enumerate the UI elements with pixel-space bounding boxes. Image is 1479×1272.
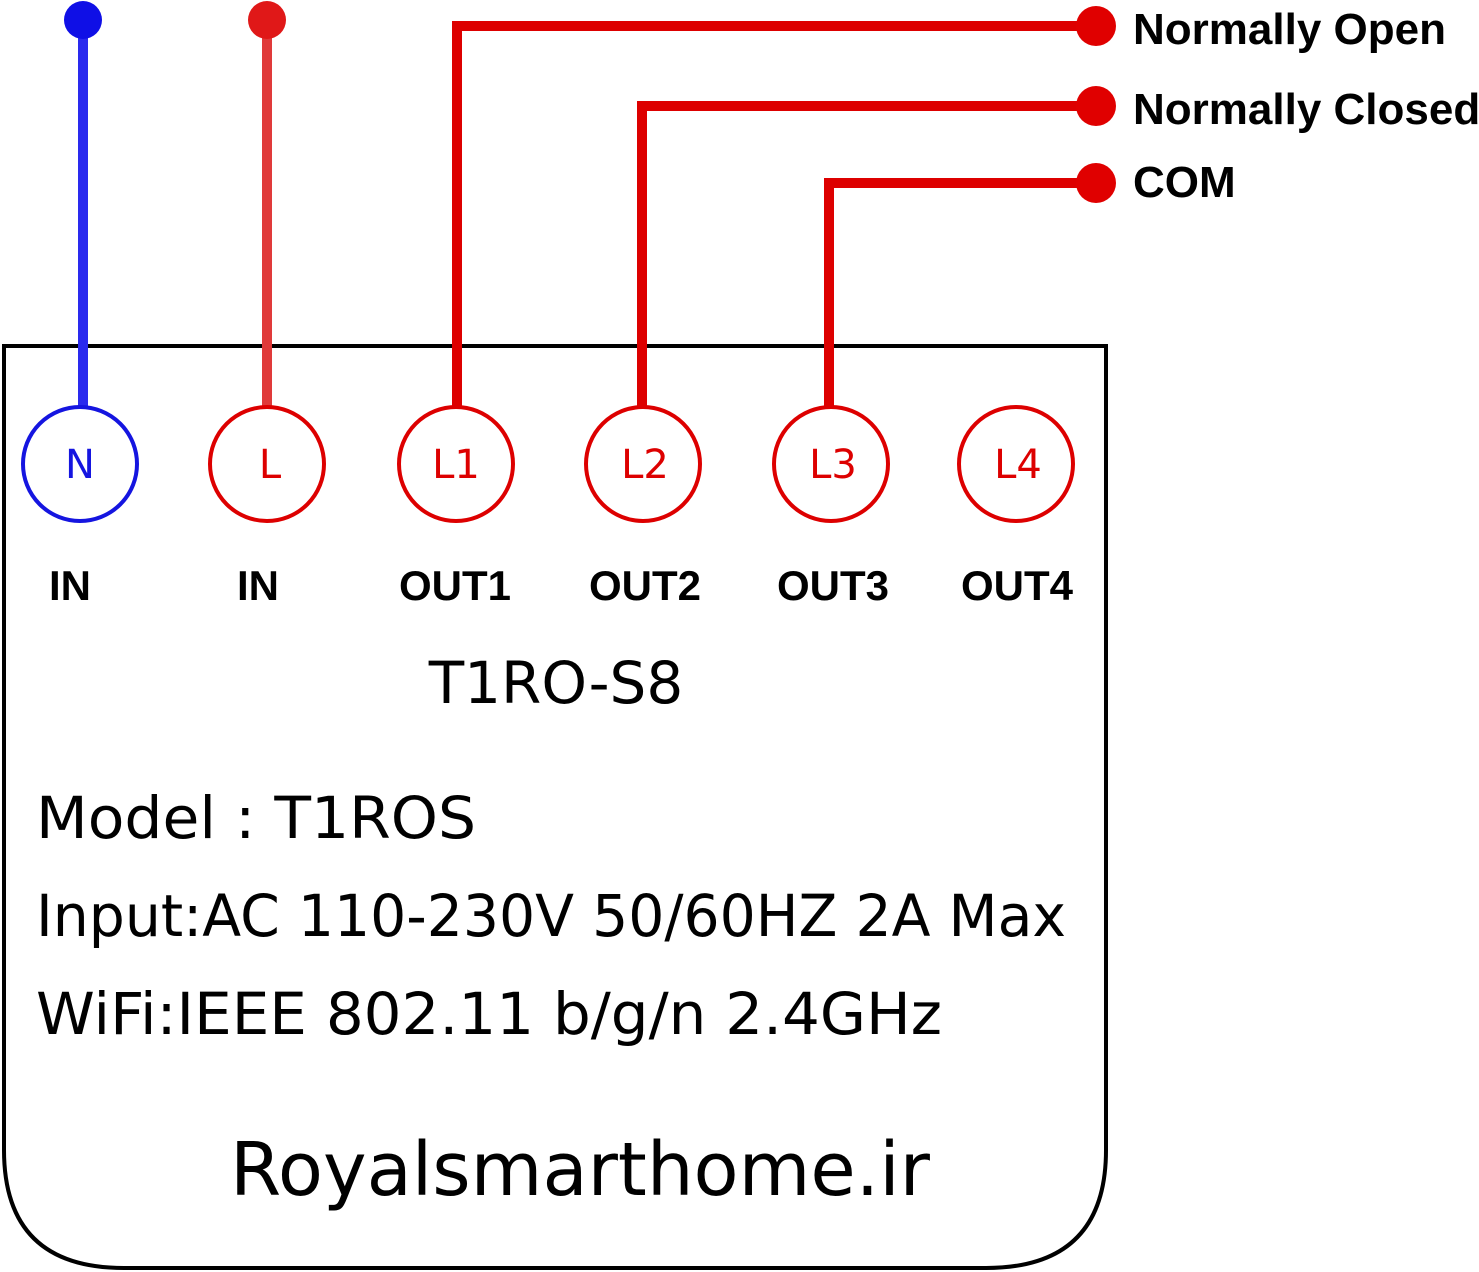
- terminal-l2: L2: [584, 405, 702, 523]
- terminal-n-ring: [21, 405, 139, 523]
- terminal-l3-io-label: OUT3: [777, 562, 889, 609]
- normally-open-end-dot: [1076, 6, 1116, 46]
- terminal-l1: L1: [397, 405, 515, 523]
- terminal-l2-ring: [584, 405, 702, 523]
- terminal-l3-letter: L3: [809, 442, 857, 488]
- device-wifi-spec: WiFi:IEEE 802.11 b/g/n 2.4GHz: [36, 980, 942, 1048]
- device-name: T1RO-S8: [428, 649, 684, 717]
- terminal-l2-io-label: OUT2: [589, 562, 701, 609]
- terminal-l4: L4: [957, 405, 1075, 523]
- terminal-l3-ring: [772, 405, 890, 523]
- terminal-n-letter: N: [65, 442, 95, 488]
- out2-wire-normally-closed: [637, 101, 1096, 406]
- com-end-dot: [1076, 163, 1116, 203]
- label-normally-open: Normally Open: [1133, 5, 1446, 54]
- terminal-l4-ring: [957, 405, 1075, 523]
- device-housing: [1, 344, 1108, 1270]
- terminal-n: N: [21, 405, 139, 523]
- terminal-l: L: [208, 405, 326, 523]
- normally-closed-end-dot: [1076, 86, 1116, 126]
- device-website: Royalsmarthome.ir: [230, 1127, 931, 1213]
- terminal-l-io-label: IN: [237, 562, 279, 609]
- terminal-l-letter: L: [259, 442, 282, 488]
- neutral-wire-end-dot: [64, 1, 102, 39]
- terminal-l1-letter: L1: [432, 442, 480, 488]
- device-model: Model : T1ROS: [36, 784, 476, 852]
- terminal-l4-io-label: OUT4: [961, 562, 1074, 609]
- terminal-n-io-label: IN: [49, 562, 91, 609]
- live-wire-end-dot: [248, 1, 286, 39]
- terminal-l1-io-label: OUT1: [399, 562, 511, 609]
- terminal-l-ring: [208, 405, 326, 523]
- out3-wire-com: [824, 178, 1096, 406]
- device-input-spec: Input:AC 110-230V 50/60HZ 2A Max: [36, 882, 1066, 950]
- terminal-l4-letter: L4: [994, 442, 1042, 488]
- terminal-l3: L3: [772, 405, 890, 523]
- label-com: COM: [1133, 158, 1236, 207]
- terminal-l2-letter: L2: [621, 442, 669, 488]
- out1-wire-normally-open: [452, 21, 1096, 406]
- terminal-l1-ring: [397, 405, 515, 523]
- label-normally-closed: Normally Closed: [1133, 85, 1479, 134]
